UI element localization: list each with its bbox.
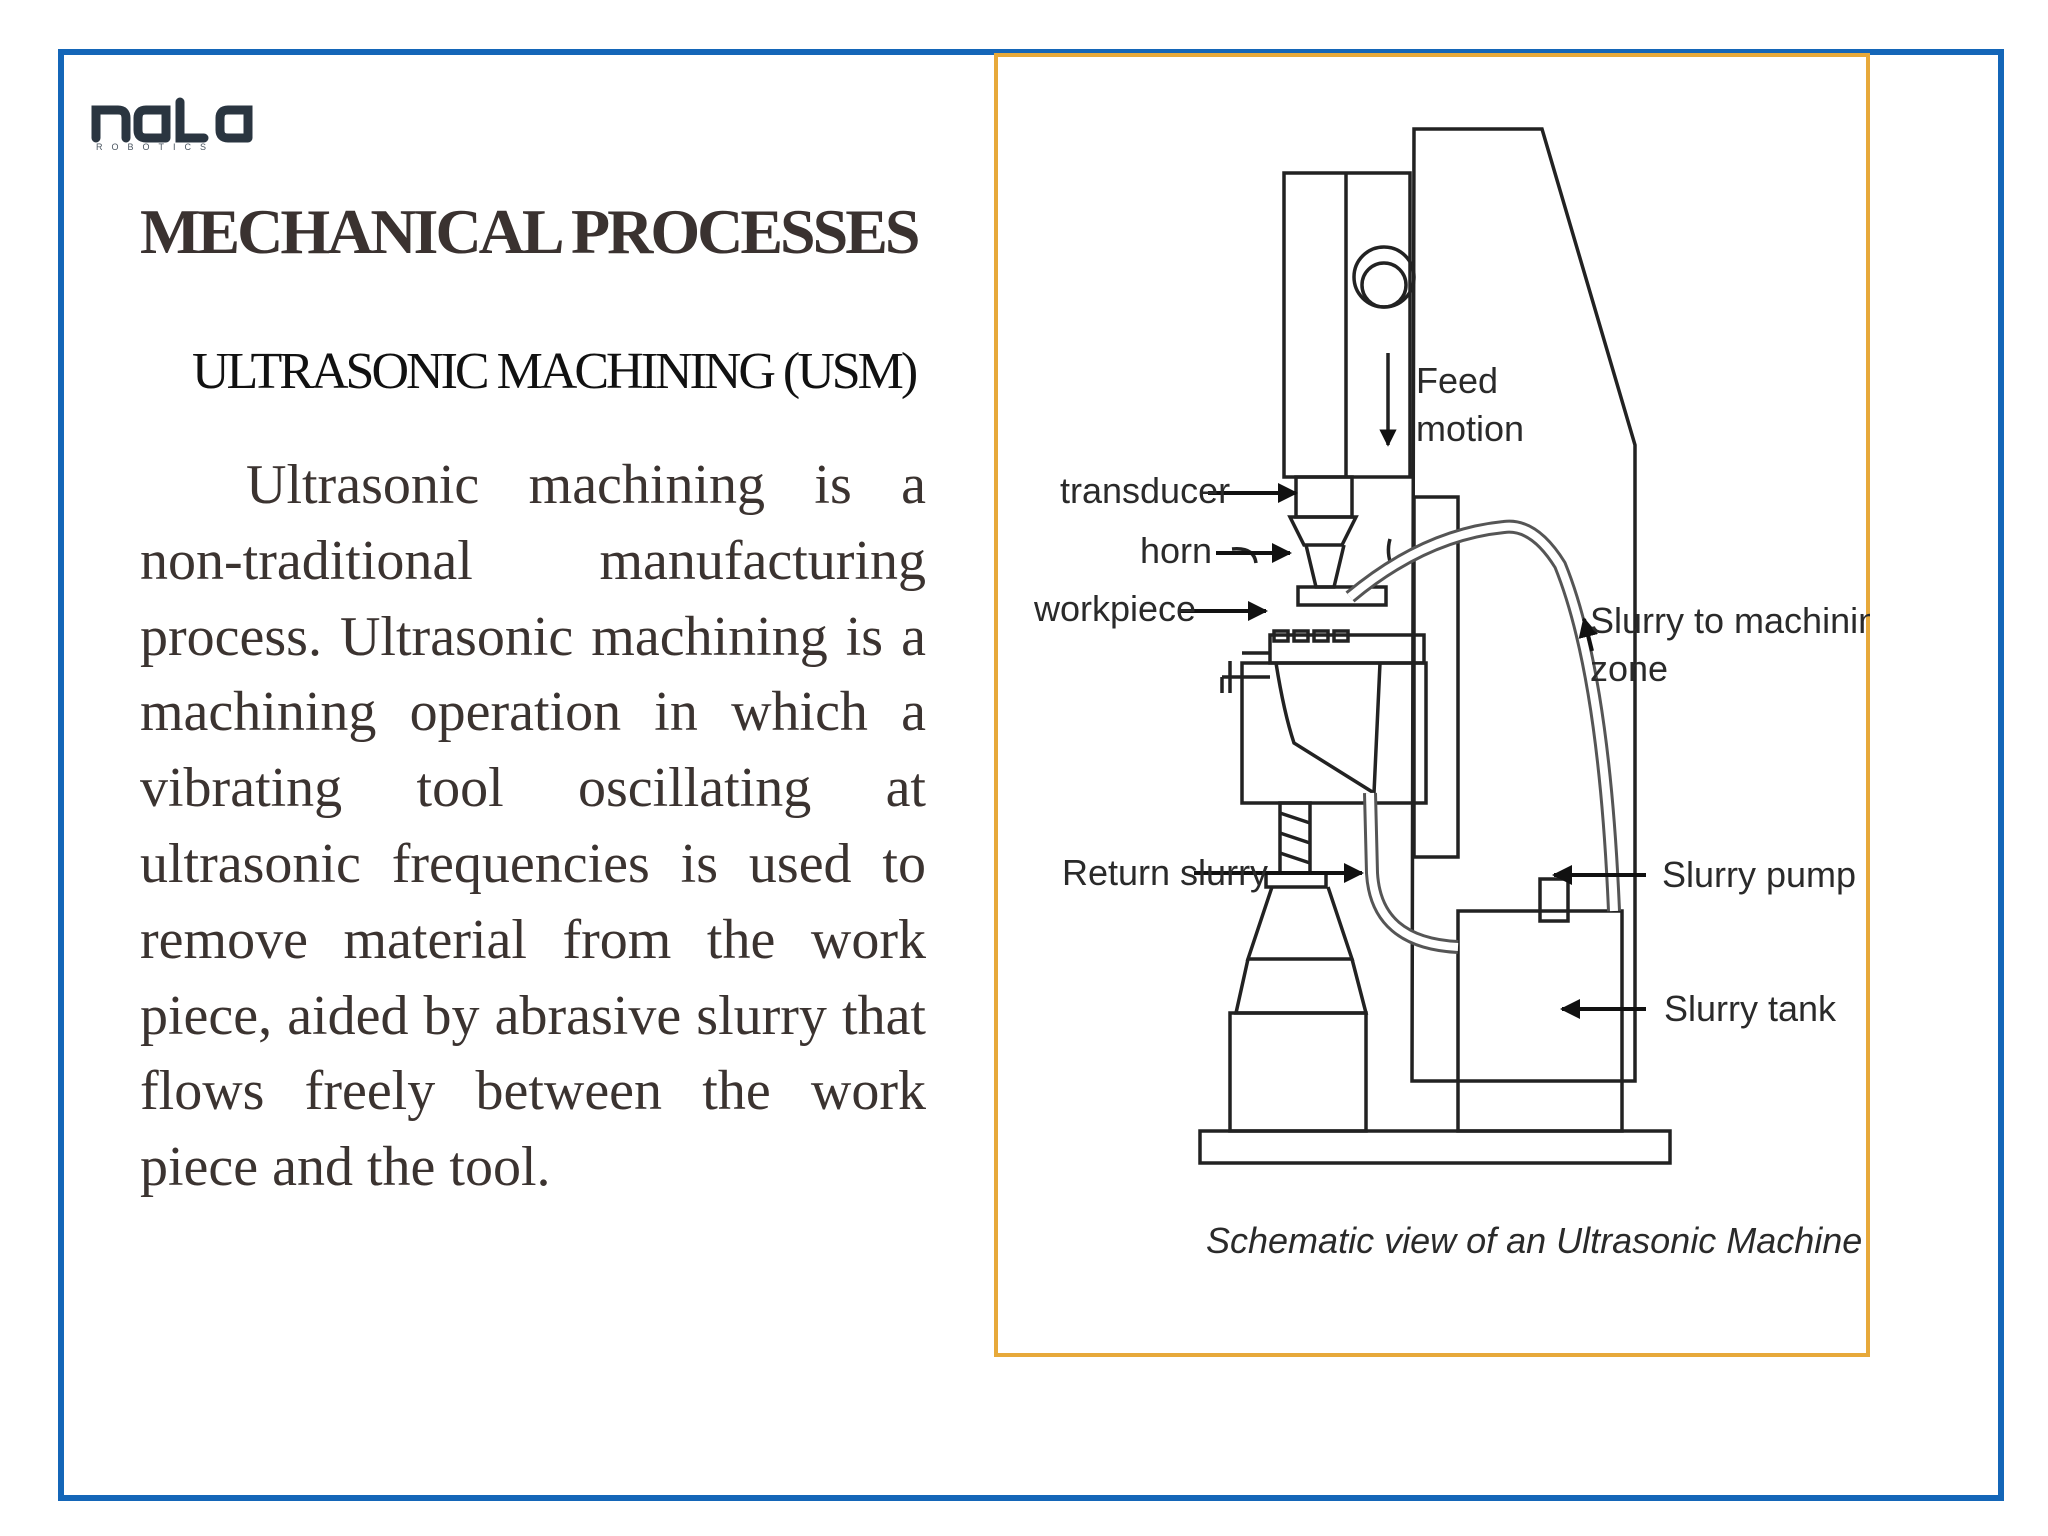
base-block — [1228, 1011, 1368, 1133]
label-slurry-pump: Slurry pump — [1662, 854, 1856, 895]
slurry-pump — [1538, 877, 1570, 923]
machine-column — [1410, 127, 1637, 1083]
label-slurry-to-zone: zone — [1590, 648, 1668, 689]
page-title: MECHANICAL PROCESSES — [140, 196, 920, 267]
usm-schematic-diagram: Feed motion transducer horn workpiece Sl… — [1033, 127, 1870, 1261]
page-subtitle: ULTRASONIC MACHINING (USM) — [192, 343, 918, 400]
figure-frame — [994, 53, 1870, 1357]
label-motion: motion — [1416, 408, 1524, 449]
label-horn: horn — [1140, 530, 1212, 571]
slide-frame — [58, 49, 2004, 1501]
diagram-caption: Schematic view of an Ultrasonic Machine — [1206, 1220, 1862, 1261]
slurry-tank — [1456, 909, 1624, 1133]
label-workpiece: workpiece — [1033, 588, 1196, 629]
label-feed: Feed — [1416, 360, 1498, 401]
base-plate — [1198, 1129, 1672, 1165]
label-transducer: transducer — [1060, 470, 1230, 511]
label-slurry-to-machining: Slurry to machining — [1590, 600, 1870, 641]
body-paragraph: Ultrasonic machining is a non-traditiona… — [140, 454, 926, 1199]
label-slurry-tank: Slurry tank — [1664, 988, 1837, 1029]
logo-text: nala — [88, 88, 90, 89]
logo-subtext: ROBOTICS — [96, 142, 216, 152]
workpiece — [1296, 585, 1388, 607]
label-return-slurry: Return slurry — [1062, 852, 1268, 893]
nala-logo: nala — [88, 88, 253, 143]
